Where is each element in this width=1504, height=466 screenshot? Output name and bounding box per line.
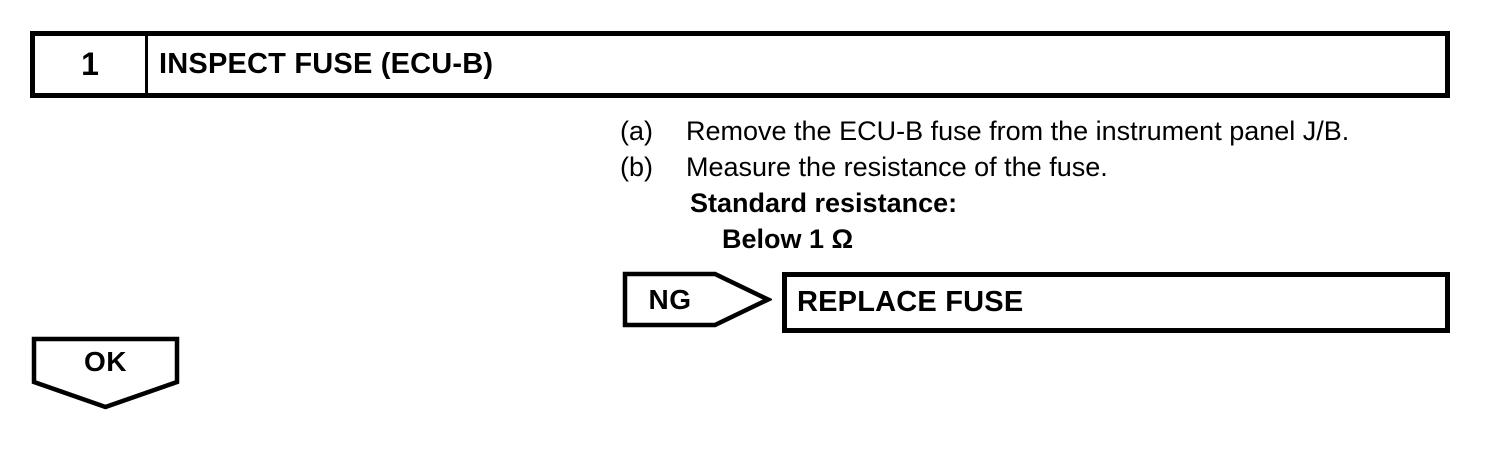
instruction-text-b: Measure the resistance of the fuse. — [686, 152, 1108, 182]
ok-label: OK — [84, 346, 127, 377]
standard-resistance-value: Below 1 Ω — [722, 224, 854, 254]
instructions-block: (a) Remove the ECU-B fuse from the instr… — [620, 113, 1480, 257]
ng-arrow-shape — [622, 271, 772, 328]
ng-action-label: REPLACE FUSE — [797, 286, 1024, 318]
ok-pointer-shape — [31, 336, 180, 410]
step-title: INSPECT FUSE (ECU-B) — [159, 48, 494, 80]
ng-action-box: REPLACE FUSE — [782, 272, 1450, 333]
instruction-text-a: Remove the ECU-B fuse from the instrumen… — [686, 116, 1350, 146]
instruction-step-a: (a) Remove the ECU-B fuse from the instr… — [620, 113, 1480, 149]
ng-label: NG — [648, 283, 692, 315]
step-number: 1 — [35, 36, 148, 93]
standard-resistance-label: Standard resistance: — [690, 188, 958, 218]
instruction-step-b: (b) Measure the resistance of the fuse. — [620, 149, 1480, 185]
instruction-marker-a: (a) — [620, 116, 653, 146]
instruction-marker-b: (b) — [620, 152, 653, 182]
step-header: 1 INSPECT FUSE (ECU-B) — [30, 31, 1450, 98]
